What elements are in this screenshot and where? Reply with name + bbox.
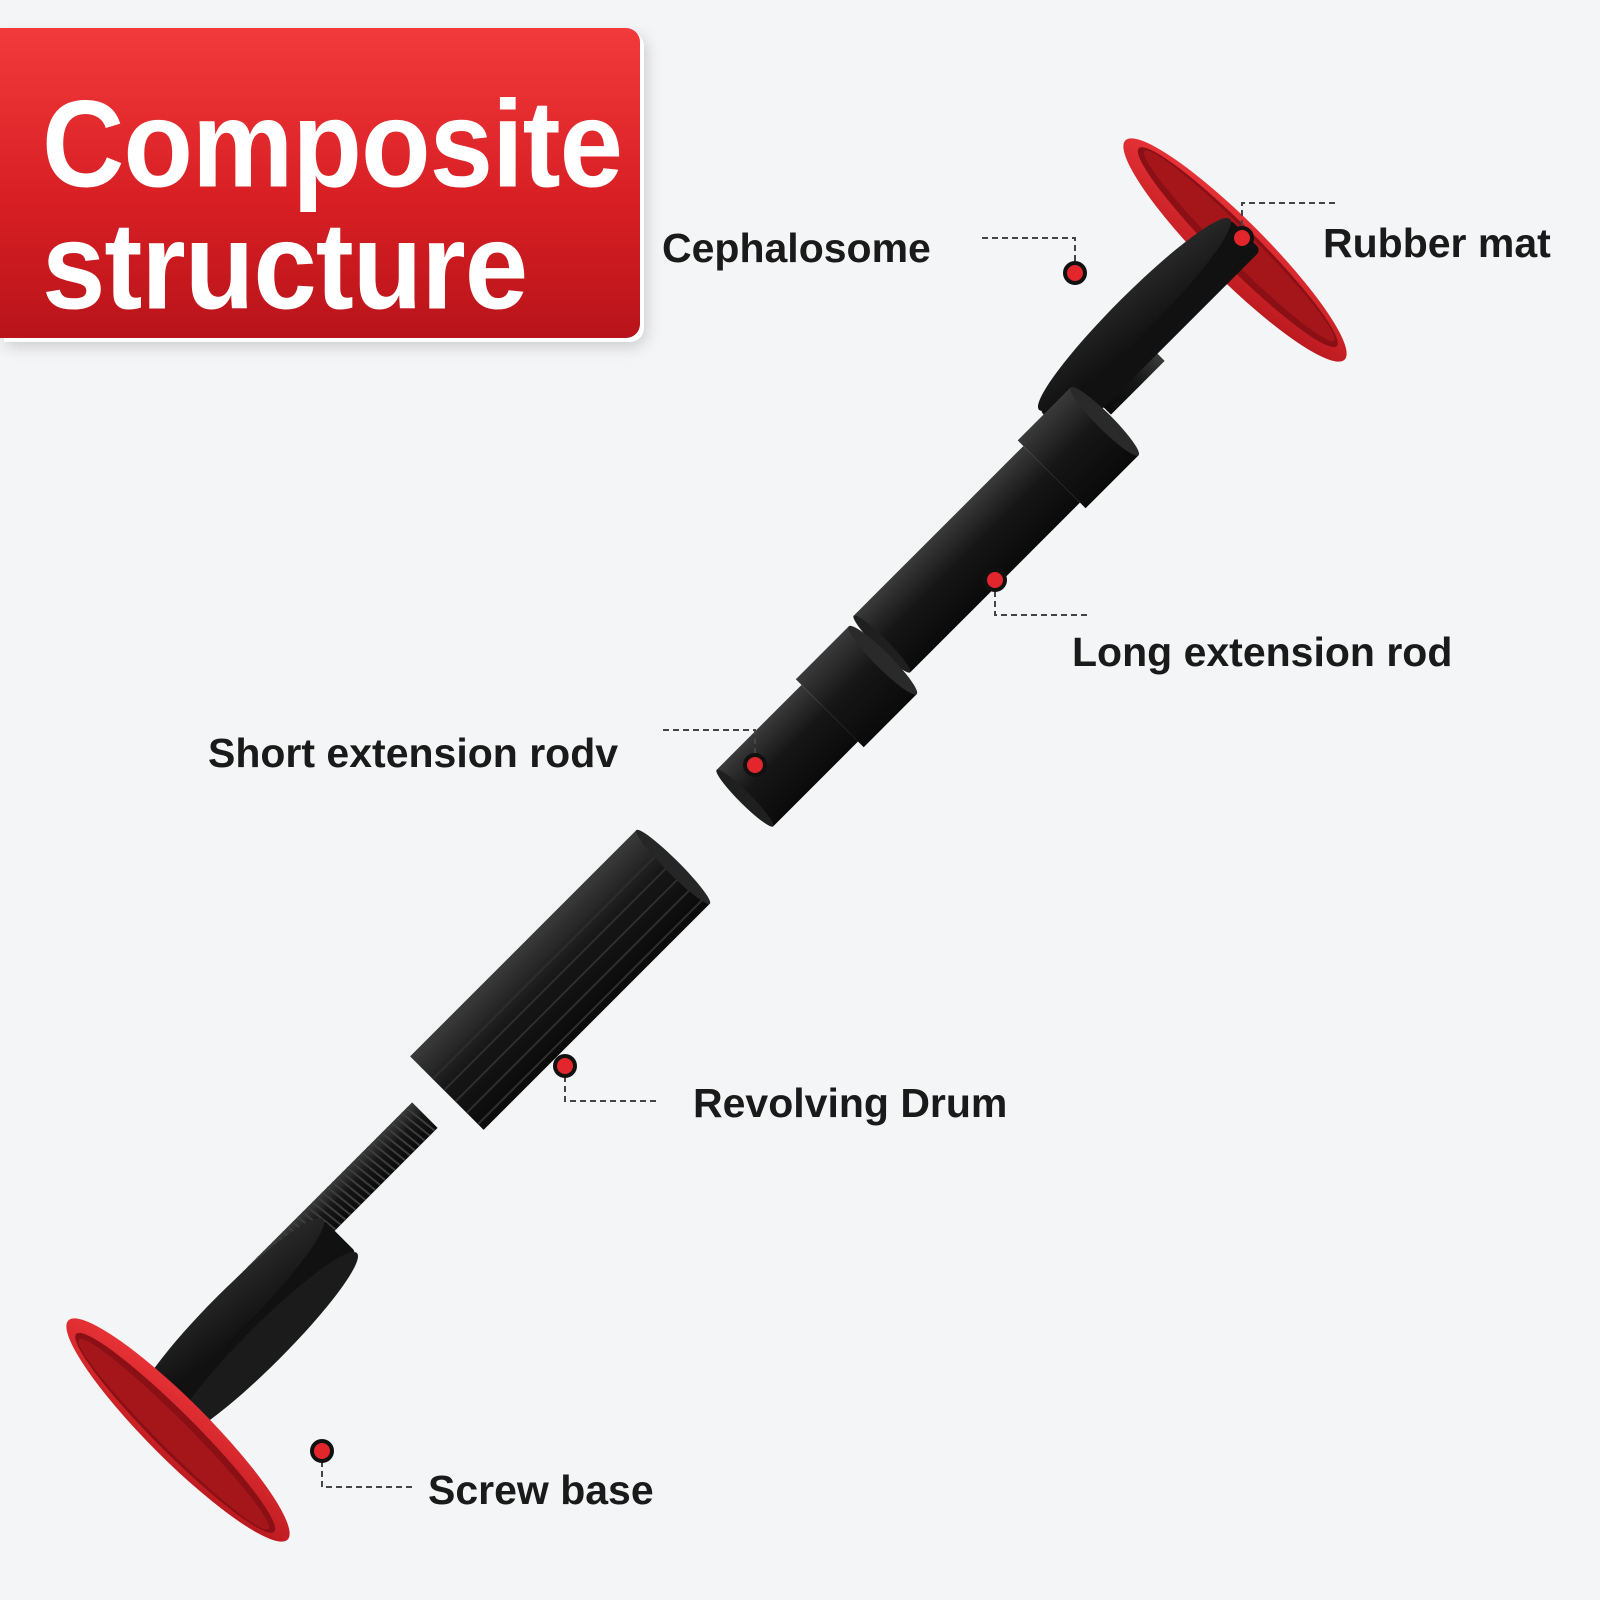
short-extension-rod-part xyxy=(716,625,918,827)
cephalosome-part xyxy=(1037,217,1259,439)
marker-long-rod xyxy=(983,568,1007,592)
marker-short-rod xyxy=(743,753,767,777)
label-rubber-mat: Rubber mat xyxy=(1323,220,1551,266)
revolving-drum-part xyxy=(410,829,711,1130)
title-line-1: Composite xyxy=(42,76,623,214)
leader-screw-base xyxy=(321,1451,413,1488)
rubber-mat-bottom xyxy=(66,1318,290,1542)
leader-cephalosome xyxy=(982,237,1076,273)
label-short-extension-rod: Short extension rodv xyxy=(208,730,619,776)
marker-cephalosome xyxy=(1063,261,1087,285)
label-revolving-drum: Revolving Drum xyxy=(693,1080,1008,1126)
marker-drum xyxy=(553,1054,577,1078)
marker-screw-base xyxy=(310,1439,334,1463)
label-screw-base: Screw base xyxy=(428,1467,654,1513)
leader-drum xyxy=(564,1066,658,1102)
leader-long-rod xyxy=(994,581,1088,616)
title-banner: Composite structure xyxy=(0,28,640,338)
marker-rubber-mat xyxy=(1230,226,1254,250)
screw-base-part xyxy=(138,1218,358,1438)
label-long-extension-rod: Long extension rod xyxy=(1072,629,1453,675)
title-line-2: structure xyxy=(42,198,528,336)
label-cephalosome: Cephalosome xyxy=(662,225,931,271)
leader-rubber-mat xyxy=(1241,202,1335,238)
long-extension-rod-part xyxy=(853,386,1140,673)
